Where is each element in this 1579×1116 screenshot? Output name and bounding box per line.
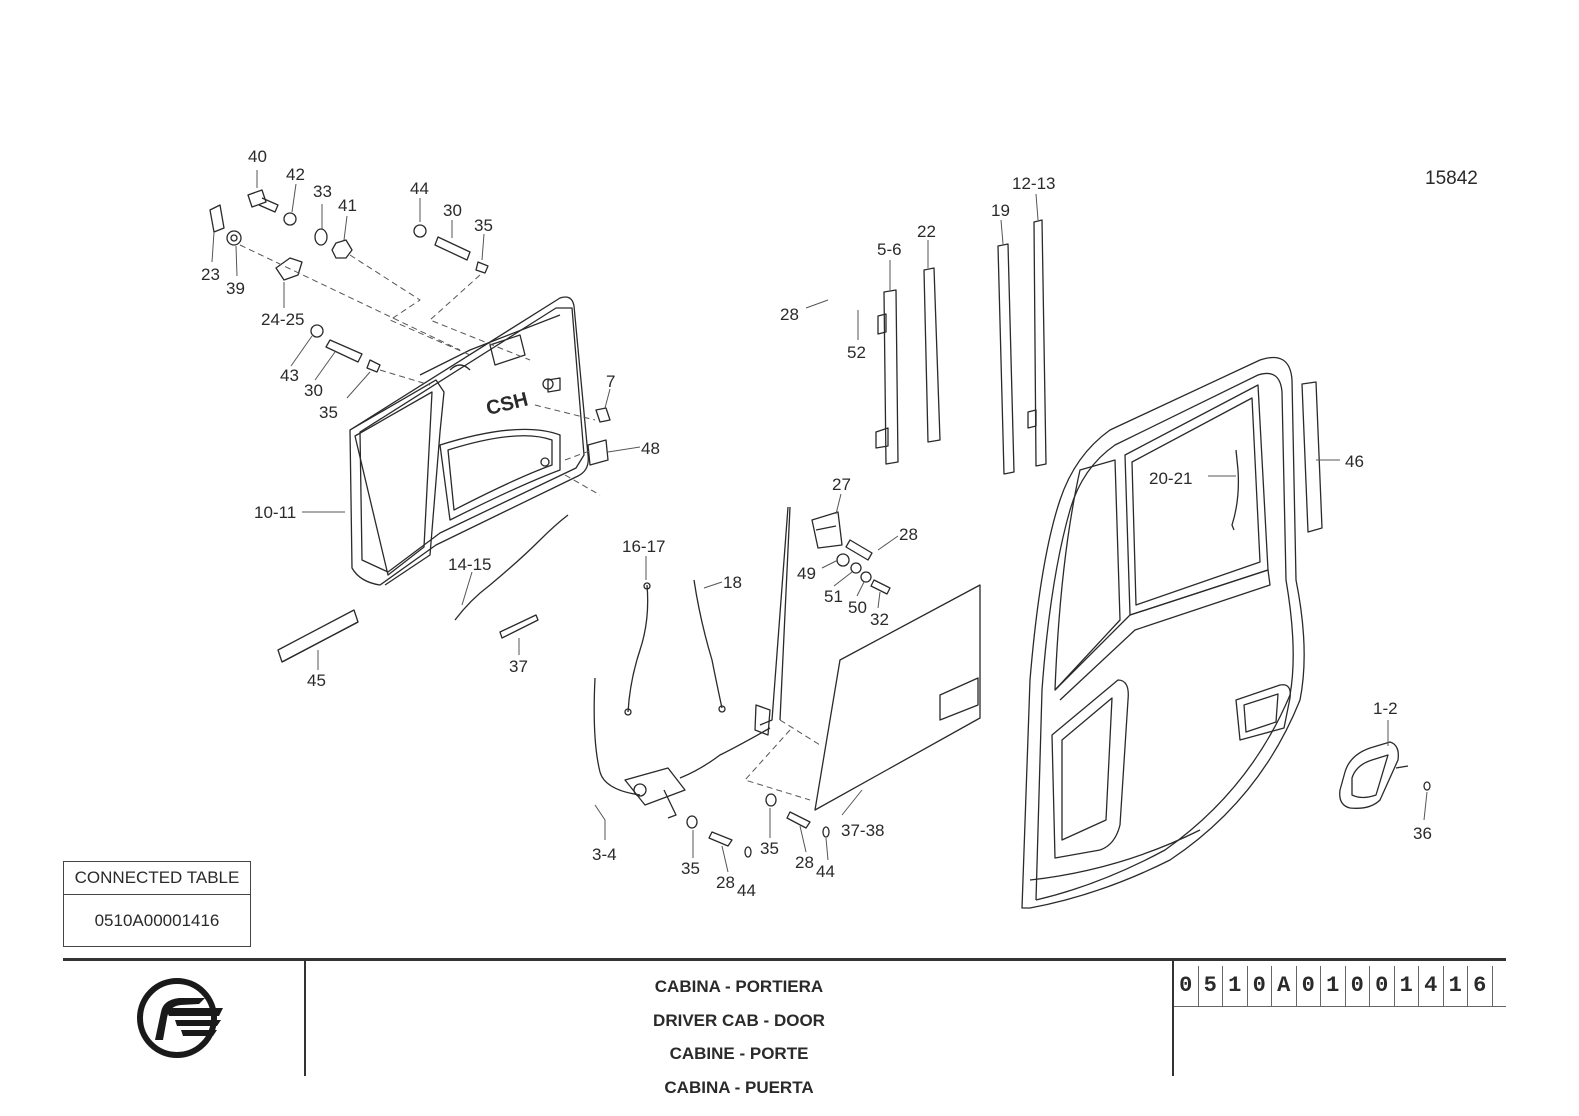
code-digit: 6: [1468, 966, 1493, 1006]
callout-label: 40: [248, 147, 267, 166]
cable-14-15: [454, 514, 569, 621]
callout-label: 44: [410, 179, 429, 198]
title-block-divider: [304, 958, 306, 1076]
title-block-border: [63, 958, 1506, 961]
title-block-divider: [1172, 958, 1174, 1076]
callout-label: 37-38: [841, 821, 884, 840]
window-regulator: [593, 506, 791, 819]
title-french: CABINE - PORTE: [669, 1044, 809, 1063]
callout-label: 30: [443, 201, 462, 220]
callout-label: 49: [797, 564, 816, 583]
code-digit: 5: [1199, 966, 1223, 1006]
callout-label: 46: [1345, 452, 1364, 471]
cable-18: [693, 579, 726, 713]
connected-table-value: 0510A00001416: [94, 911, 220, 930]
assembly-dashed-lines: [239, 244, 821, 801]
callout-label: 19: [991, 201, 1010, 220]
fasteners-bottom: [686, 793, 830, 858]
callout-label: 28: [716, 873, 735, 892]
callout-label: 7: [606, 372, 615, 391]
callout-label: 23: [201, 265, 220, 284]
code-digit: 0: [1346, 966, 1370, 1006]
handle-1-2: [1339, 741, 1431, 809]
callout-label: 35: [319, 403, 338, 422]
callout-label: 50: [848, 598, 867, 617]
callout-label: 51: [824, 587, 843, 606]
callout-label: 5-6: [877, 240, 902, 259]
code-digit: 0: [1297, 966, 1321, 1006]
callout-label: 37: [509, 657, 528, 676]
connected-table-header: CONNECTED TABLE: [64, 862, 250, 895]
code-digit: 0: [1370, 966, 1395, 1006]
code-digit: 1: [1395, 966, 1419, 1006]
title-spanish: CABINA - PUERTA: [664, 1077, 814, 1097]
callout-label: 43: [280, 366, 299, 385]
callout-label: 33: [313, 182, 332, 201]
brand-logo-icon: [137, 978, 223, 1058]
callout-label: 30: [304, 381, 323, 400]
leader-lines: [211, 170, 1428, 873]
drawing-code: 0 5 1 0 A 0 1 0 0 1 4 1 6: [1174, 966, 1493, 1006]
callout-label: 3-4: [592, 845, 617, 864]
callout-label: 32: [870, 610, 889, 629]
latch-27: [811, 511, 891, 595]
code-digit: 1: [1321, 966, 1346, 1006]
seal-12-13: [1027, 219, 1047, 467]
callout-label: 22: [917, 222, 936, 241]
code-digit: 0: [1248, 966, 1272, 1006]
strip-37: [499, 614, 539, 639]
callout-label: 28: [795, 853, 814, 872]
door-shell: [1021, 356, 1305, 909]
callout-label: 45: [307, 671, 326, 690]
seal-22: [923, 267, 941, 443]
callout-label: 44: [816, 862, 835, 881]
hardware-top-left: [209, 189, 611, 466]
callout-label: 36: [1413, 824, 1432, 843]
code-digit: A: [1272, 966, 1297, 1006]
rod-20-21: [1231, 449, 1240, 531]
insulation-panel: [814, 584, 981, 811]
channel-5-6: [875, 289, 899, 465]
callout-label: 28: [899, 525, 918, 544]
callout-label: 27: [832, 475, 851, 494]
door-trim-panel: CSH: [349, 296, 589, 586]
callout-label: 12-13: [1012, 174, 1055, 193]
code-digit: 0: [1174, 966, 1199, 1006]
title-lines: CABINA - PORTIERA DRIVER CAB - DOOR CABI…: [306, 970, 1172, 1104]
callout-label: 1-2: [1373, 699, 1398, 718]
callout-label: 48: [641, 439, 660, 458]
seal-19: [997, 243, 1015, 475]
callout-label: 39: [226, 279, 245, 298]
callout-label: 10-11: [254, 503, 296, 522]
sheet-number: 15842: [1425, 168, 1478, 189]
callout-label: 42: [286, 165, 305, 184]
callout-label: 35: [681, 859, 700, 878]
code-digit: 1: [1223, 966, 1248, 1006]
code-digit: 4: [1419, 966, 1444, 1006]
cable-16-17: [624, 582, 651, 716]
svg-text:CSH: CSH: [484, 388, 530, 420]
callout-label: 44: [737, 881, 756, 900]
title-english: DRIVER CAB - DOOR: [653, 1010, 825, 1030]
callout-labels: 40 42 33 41 44 30 35 23 39 24-25 43 30 3…: [201, 147, 1432, 900]
callout-label: 41: [338, 196, 357, 215]
callout-label: 24-25: [261, 310, 304, 329]
callout-label: 16-17: [622, 537, 665, 556]
strip-45: [277, 609, 359, 663]
title-block: CABINA - PORTIERA DRIVER CAB - DOOR CABI…: [63, 958, 1506, 1097]
seal-46: [1301, 381, 1323, 533]
title-italian: CABINA - PORTIERA: [654, 977, 824, 996]
callout-label: 18: [723, 573, 742, 592]
callout-label: 35: [474, 216, 493, 235]
callout-label: 35: [760, 839, 779, 858]
code-digit: 1: [1444, 966, 1468, 1006]
callout-label: 14-15: [448, 555, 491, 574]
callout-label: 20-21: [1149, 469, 1192, 488]
callout-label: 52: [847, 343, 866, 362]
code-underline: [1174, 1006, 1506, 1007]
callout-label: 28: [780, 305, 799, 324]
connected-table: CONNECTED TABLE 0510A00001416: [63, 861, 251, 947]
